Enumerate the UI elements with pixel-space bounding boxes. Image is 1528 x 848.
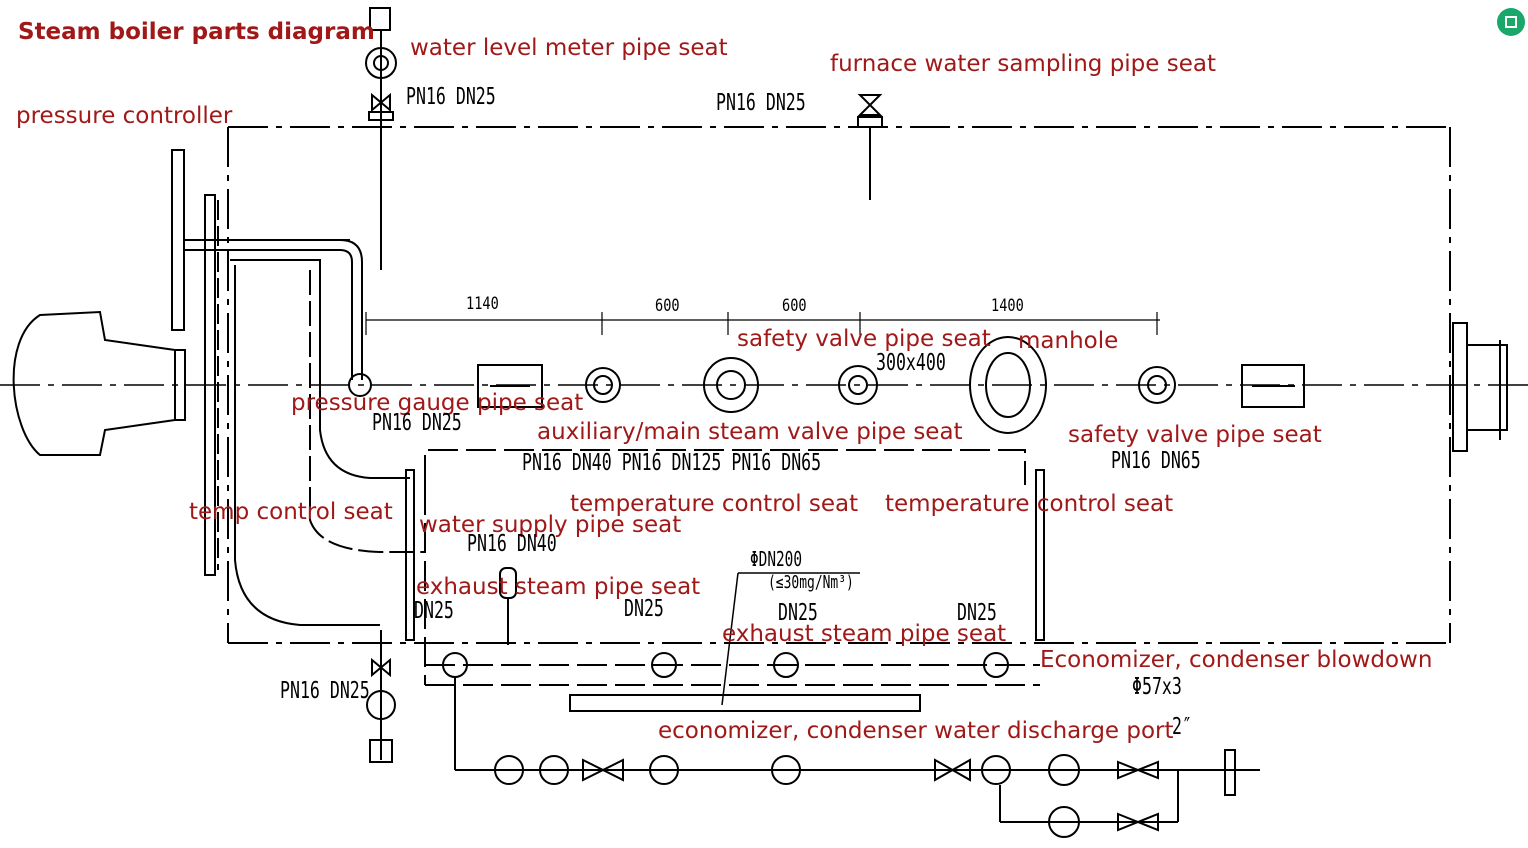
spec-chimney: ΦDN200 — [750, 547, 803, 571]
spec-dn25-b: DN25 — [624, 596, 664, 622]
burner-shape — [12, 310, 186, 456]
right-tube-sheet — [1035, 469, 1045, 641]
label-pressure-gauge: pressure gauge pipe seat — [291, 390, 584, 416]
dimension-line — [365, 312, 1160, 335]
label-manhole: manhole — [1018, 328, 1119, 354]
spec-dn25-c: DN25 — [778, 600, 818, 626]
label-temp-control-left: temp control seat — [189, 499, 393, 525]
spec-manhole-size: 300x400 — [876, 350, 946, 376]
spec-emission: (≤30mg/Nm³) — [768, 572, 854, 593]
dimension-2: 600 — [655, 296, 680, 316]
bottom-valves — [494, 749, 1236, 838]
spec-safety-right: PN16 DN65 — [1111, 448, 1201, 474]
label-exhaust-steam-2: exhaust steam pipe seat — [722, 621, 1007, 647]
label-water-supply: water supply pipe seat — [419, 512, 682, 538]
left-tube-sheet — [405, 469, 415, 641]
spec-sampling: PN16 DN25 — [716, 90, 806, 116]
spec-dn25-a: DN25 — [414, 598, 454, 624]
spec-inch: 2″ — [1172, 714, 1192, 740]
label-temperature-control-1: temperature control seat — [570, 491, 859, 517]
spec-pipe-size: Φ57x3 — [1132, 674, 1182, 700]
bottom-left-valve — [366, 630, 396, 763]
spreadsheet-badge-icon[interactable] — [1497, 8, 1525, 36]
label-safety-valve-2: safety valve pipe seat — [1068, 422, 1322, 448]
label-temperature-control-2: temperature control seat — [885, 491, 1174, 517]
front-plate — [171, 149, 350, 576]
diagram-title: Steam boiler parts diagram — [18, 19, 375, 45]
flue-tubes — [230, 259, 425, 626]
dimension-1: 1140 — [466, 294, 499, 314]
exhaust-steam-pipe — [499, 567, 517, 645]
label-economizer-discharge: economizer, condenser water discharge po… — [658, 718, 1174, 744]
dimension-3: 600 — [782, 296, 807, 316]
seat-flanges — [477, 336, 1305, 434]
chimney-leader — [721, 572, 739, 706]
label-safety-valve-1: safety valve pipe seat — [737, 326, 991, 352]
pressure-gauge-seat — [348, 373, 372, 397]
spec-water-supply: PN16 DN40 — [467, 531, 557, 557]
water-level-meter — [365, 7, 397, 270]
pressure-gauge-pipe — [339, 239, 363, 380]
spec-dn25-d: DN25 — [957, 600, 997, 626]
smoke-box — [424, 449, 1040, 686]
spec-water-level: PN16 DN25 — [406, 84, 496, 110]
label-exhaust-steam-1: exhaust steam pipe seat — [416, 574, 701, 600]
label-aux-main-steam: auxiliary/main steam valve pipe seat — [537, 419, 963, 445]
spec-pressure-gauge: PN16 DN25 — [372, 410, 462, 436]
label-pressure-controller: pressure controller — [16, 103, 233, 129]
label-furnace-water-sampling: furnace water sampling pipe seat — [830, 51, 1216, 77]
rear-door — [1452, 322, 1508, 452]
spec-aux-steam: PN16 DN40 PN16 DN125 PN16 DN65 — [522, 450, 822, 476]
spec-bottom-left: PN16 DN25 — [280, 678, 370, 704]
label-economizer-blowdown: Economizer, condenser blowdown — [1040, 647, 1433, 673]
sampling-pipe — [857, 94, 883, 200]
label-water-level-meter: water level meter pipe seat — [410, 35, 728, 61]
blowdown-manifold — [442, 652, 1260, 823]
dimension-4: 1400 — [991, 296, 1024, 316]
